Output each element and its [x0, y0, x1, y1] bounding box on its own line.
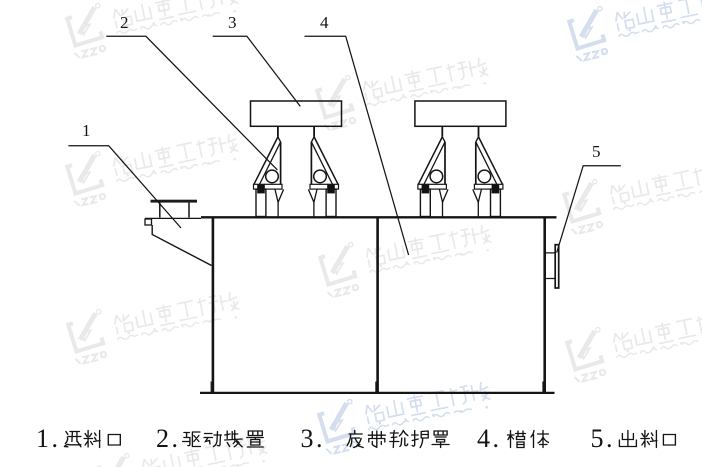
- svg-text:5.: 5.: [591, 424, 616, 453]
- svg-text:3: 3: [228, 13, 237, 32]
- svg-text:2: 2: [120, 13, 129, 32]
- svg-text:1.: 1.: [36, 424, 61, 453]
- svg-text:3.: 3.: [301, 424, 326, 453]
- svg-text:1: 1: [82, 121, 91, 140]
- svg-text:4.: 4.: [477, 424, 502, 453]
- svg-text:2.: 2.: [156, 424, 181, 453]
- svg-text:5: 5: [592, 142, 601, 161]
- svg-text:4: 4: [320, 13, 329, 32]
